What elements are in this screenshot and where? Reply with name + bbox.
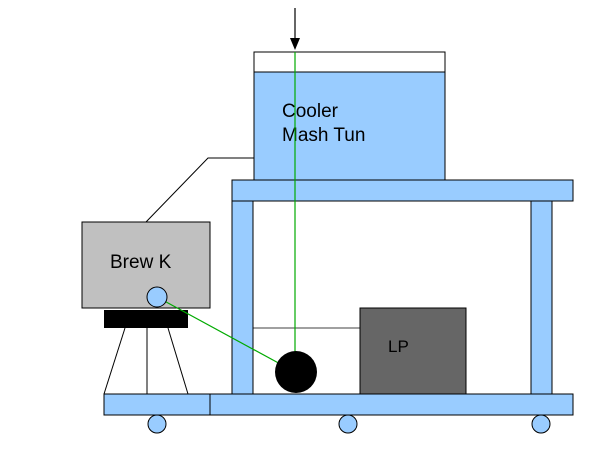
kettle-stand-leg-right — [167, 327, 189, 395]
kettle-valve — [146, 286, 168, 308]
kettle-stand-leg-left — [103, 327, 126, 395]
brew-kettle — [81, 221, 211, 309]
stand-leg-left — [231, 200, 254, 395]
mash-tun-label-line1: Cooler — [282, 101, 339, 122]
caster-wheel-left — [147, 414, 167, 434]
lp-burner-label: LP — [388, 337, 409, 356]
pump — [275, 351, 317, 393]
kettle-burner-plate — [104, 310, 188, 328]
mash-tun-label-line2: Mash Tun — [282, 125, 365, 146]
brew-kettle-label: Brew K — [110, 252, 172, 273]
stand-leg-right — [530, 200, 553, 395]
stand-base-right — [209, 393, 574, 416]
caster-wheel-middle — [338, 414, 358, 434]
caster-wheel-right — [531, 414, 551, 434]
stand-base-left — [103, 393, 211, 416]
lp-burner — [359, 307, 467, 395]
mash-tun-lid — [253, 51, 446, 73]
kettle-to-pump-tube — [156, 296, 296, 373]
inflow-arrow-head — [290, 38, 300, 50]
mash-tun-to-kettle-hose — [145, 157, 254, 223]
stand-top-shelf — [231, 179, 574, 202]
